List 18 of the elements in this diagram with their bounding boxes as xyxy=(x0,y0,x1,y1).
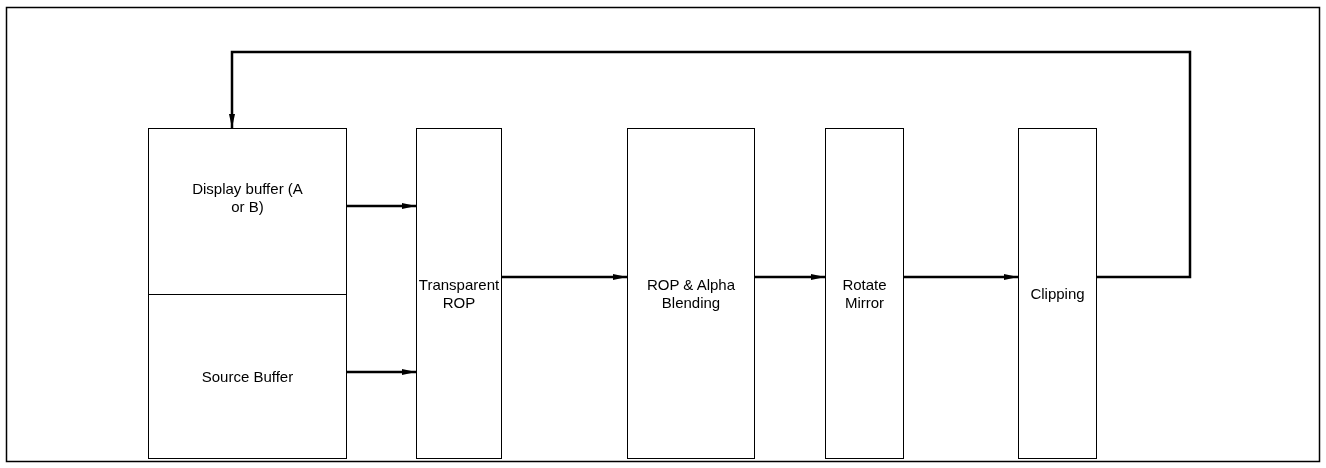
box-label: Rotate Mirror xyxy=(841,275,888,312)
arrow xyxy=(904,274,1018,280)
process-box xyxy=(148,128,347,295)
arrow xyxy=(502,274,627,280)
process-box xyxy=(416,128,502,459)
process-box xyxy=(1018,128,1097,459)
arrow xyxy=(347,369,416,375)
process-box xyxy=(627,128,755,459)
box-label: Clipping xyxy=(1030,284,1085,303)
arrow xyxy=(229,50,1192,279)
box-label: Source Buffer xyxy=(201,367,294,386)
process-box xyxy=(825,128,904,459)
box-label: Transparent ROP xyxy=(417,275,501,312)
arrow xyxy=(347,203,416,209)
box-label: ROP & Alpha Blending xyxy=(645,275,737,312)
arrow xyxy=(755,274,825,280)
process-box xyxy=(148,294,347,459)
box-label: Display buffer (A or B) xyxy=(191,179,304,216)
